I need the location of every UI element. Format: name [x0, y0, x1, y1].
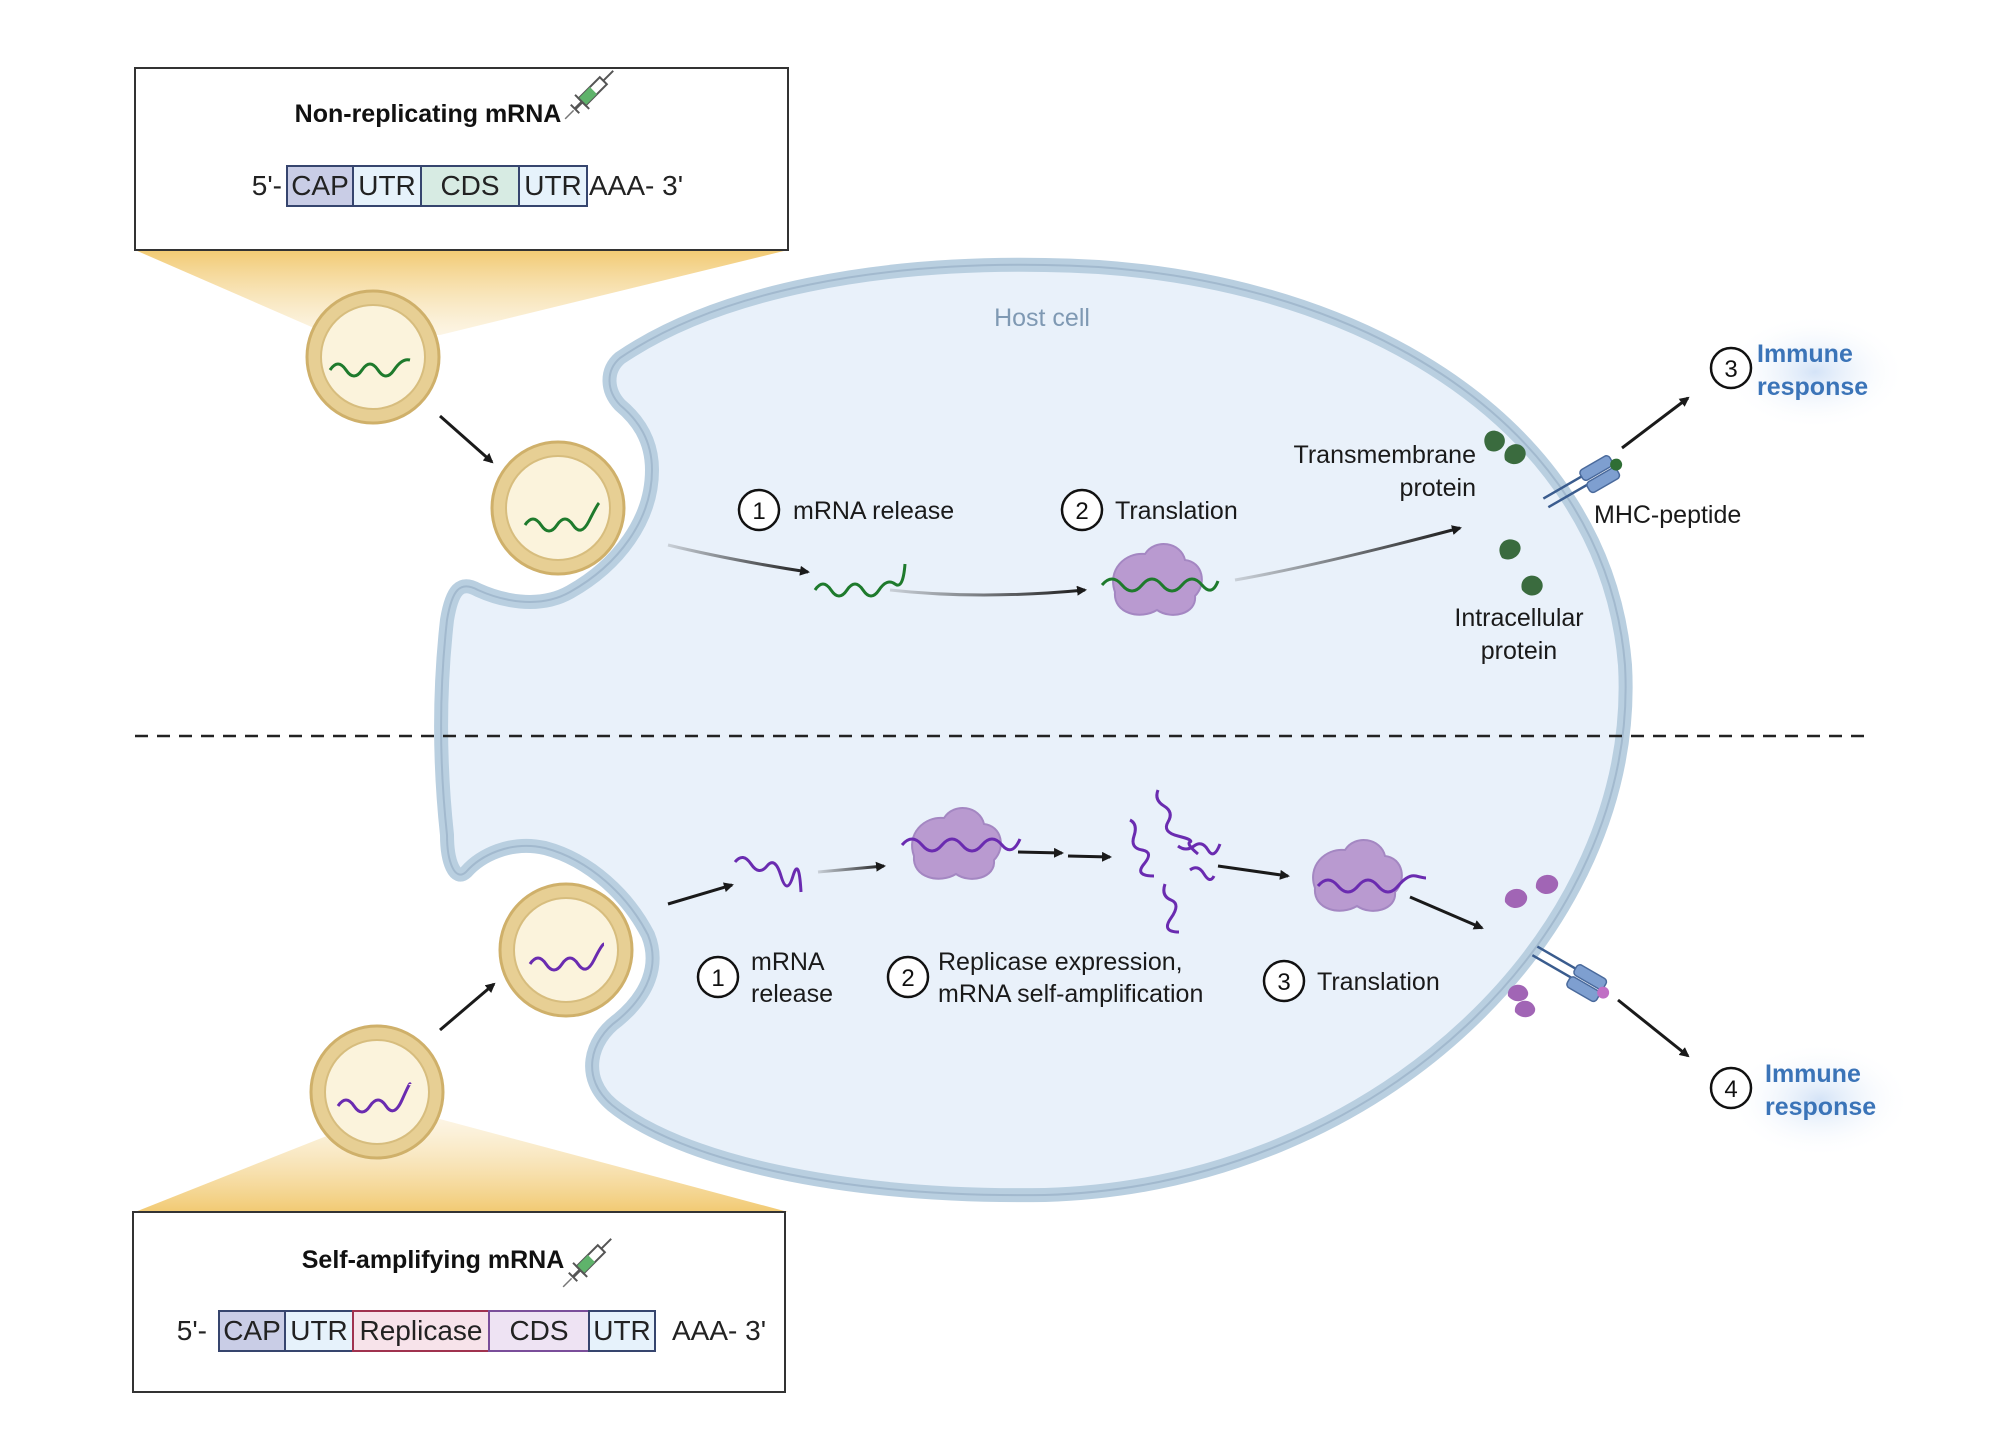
syringe-icon: [564, 70, 614, 120]
released-mrna-top: [813, 563, 907, 598]
step-4-bottom: 4: [1709, 1066, 1753, 1110]
top-prefix: 5'-: [252, 170, 282, 201]
step-1-bottom-label-1: mRNA: [751, 948, 825, 976]
transmembrane-protein-icon: [1484, 430, 1526, 465]
svg-text:3: 3: [1724, 356, 1737, 383]
top-seg-0: [286, 165, 354, 207]
top-seg-label-1: UTR: [358, 170, 416, 201]
step-1-top: 1: [737, 488, 781, 532]
step-1-bottom-label-2: release: [751, 980, 833, 1008]
step-1-bottom: 1: [696, 955, 740, 999]
svg-text:2: 2: [1075, 498, 1088, 525]
translating-mrna-top: [1100, 577, 1220, 593]
intracellular-protein-icon: [1499, 539, 1543, 596]
mhc-peptide-icon: [1531, 945, 1610, 1003]
arrow-amplify-1: [1017, 847, 1064, 858]
translating-mrna-bottom-1: [900, 837, 1022, 853]
bottom-seg-3: [488, 1310, 590, 1352]
arrow-immune-bottom: [1617, 998, 1690, 1058]
amplified-mrna-copies: [1129, 789, 1222, 934]
bottom-seg-label-4: UTR: [593, 1315, 651, 1346]
svg-text:1: 1: [752, 498, 765, 525]
arrow-lnp-approach-bottom: [439, 982, 496, 1032]
bottom-prefix: 5'-: [177, 1315, 207, 1346]
svg-text:1: 1: [711, 965, 724, 992]
bottom-zoom-beam: [135, 1118, 788, 1212]
top-suffix: AAA- 3': [589, 170, 683, 201]
lnp-bottom-outside: [309, 1024, 445, 1160]
immune-glow-bottom: [1728, 1042, 1912, 1158]
lnp-top-entering: [490, 440, 626, 576]
arrow-to-protein-top: [1234, 525, 1462, 582]
top-construct-panel: Non-replicating mRNA 5'- CAP UTR CDS UTR…: [134, 67, 789, 251]
arrow-to-translation-top: [889, 585, 1087, 597]
bottom-construct-title: Self-amplifying mRNA: [302, 1246, 565, 1274]
mrna-strand-icon: [336, 1082, 412, 1114]
step-2-bottom-label-1: Replicase expression,: [938, 948, 1183, 976]
lnp-bottom-entering: [498, 882, 634, 1018]
top-zoom-beam: [135, 250, 788, 335]
immune-glow-top: [1723, 314, 1907, 430]
step-2-bottom-label-2: mRNA self-amplification: [938, 980, 1203, 1008]
translating-mrna-bottom-2: [1316, 874, 1427, 894]
arrow-to-replicase: [817, 861, 886, 874]
immune-response-bottom-1: Immune: [1765, 1060, 1861, 1088]
bottom-seg-label-3: CDS: [509, 1315, 568, 1346]
transmembrane-label-2: protein: [1400, 474, 1476, 502]
svg-text:3: 3: [1277, 969, 1290, 996]
mrna-strand-icon: [523, 501, 601, 533]
arrow-to-translation-bottom: [1217, 864, 1290, 880]
arrow-release-bottom: [667, 882, 734, 906]
transmembrane-label-1: Transmembrane: [1294, 441, 1476, 469]
arrow-to-protein-bottom: [1409, 895, 1484, 930]
top-seg-label-0: CAP: [291, 170, 349, 201]
top-seg-label-2: CDS: [440, 170, 499, 201]
step-1-top-label: mRNA release: [793, 497, 954, 525]
bottom-seg-label-1: UTR: [290, 1315, 348, 1346]
mhc-peptide-label: MHC-peptide: [1594, 501, 1741, 529]
bottom-seg-1: [284, 1310, 354, 1352]
top-seg-label-3: UTR: [524, 170, 582, 201]
top-construct-title: Non-replicating mRNA: [295, 100, 562, 128]
host-cell: Host cell: [433, 257, 1633, 1203]
mhc-peptide-icon: [1542, 455, 1623, 509]
step-3-top: 3: [1709, 346, 1753, 390]
arrow-lnp-approach-top: [439, 414, 494, 464]
intracellular-label-1: Intracellular: [1454, 604, 1583, 632]
step-3-bottom-label: Translation: [1317, 968, 1440, 996]
bottom-construct-segments: CAP UTR Replicase CDS UTR: [218, 1310, 656, 1352]
bottom-seg-label-0: CAP: [223, 1315, 281, 1346]
bottom-seg-2: [352, 1310, 490, 1352]
lnp-top-outside: [305, 289, 441, 425]
svg-text:4: 4: [1724, 1076, 1737, 1103]
syringe-icon: [562, 1238, 612, 1288]
step-2-top-label: Translation: [1115, 497, 1238, 525]
immune-response-top-1: Immune: [1757, 340, 1853, 368]
bottom-seg-label-2: Replicase: [360, 1315, 483, 1346]
protein-purple-icon: [1504, 874, 1559, 1018]
released-mrna-bottom: [733, 856, 803, 893]
mrna-strand-icon: [328, 358, 411, 378]
bottom-suffix: AAA- 3': [672, 1315, 766, 1346]
bottom-seg-4: [588, 1310, 656, 1352]
host-cell-label: Host cell: [994, 304, 1090, 332]
arrow-immune-top: [1621, 396, 1690, 450]
step-2-bottom: 2: [886, 955, 930, 999]
step-2-top: 2: [1060, 488, 1104, 532]
intracellular-label-2: protein: [1481, 637, 1557, 665]
mrna-strand-icon: [528, 942, 605, 972]
immune-response-bottom-2: response: [1765, 1093, 1876, 1121]
top-seg-1: [352, 165, 422, 207]
arrow-release-top: [667, 543, 810, 576]
arrow-amplify-2: [1067, 851, 1112, 862]
top-construct-segments: CAP UTR CDS UTR: [286, 165, 588, 207]
svg-text:2: 2: [901, 965, 914, 992]
bottom-construct-panel: Self-amplifying mRNA 5'- CAP UTR Replica…: [132, 1211, 786, 1393]
step-3-bottom: 3: [1262, 959, 1306, 1003]
top-seg-3: [518, 165, 588, 207]
immune-response-top-2: response: [1757, 373, 1868, 401]
bottom-seg-0: [218, 1310, 286, 1352]
